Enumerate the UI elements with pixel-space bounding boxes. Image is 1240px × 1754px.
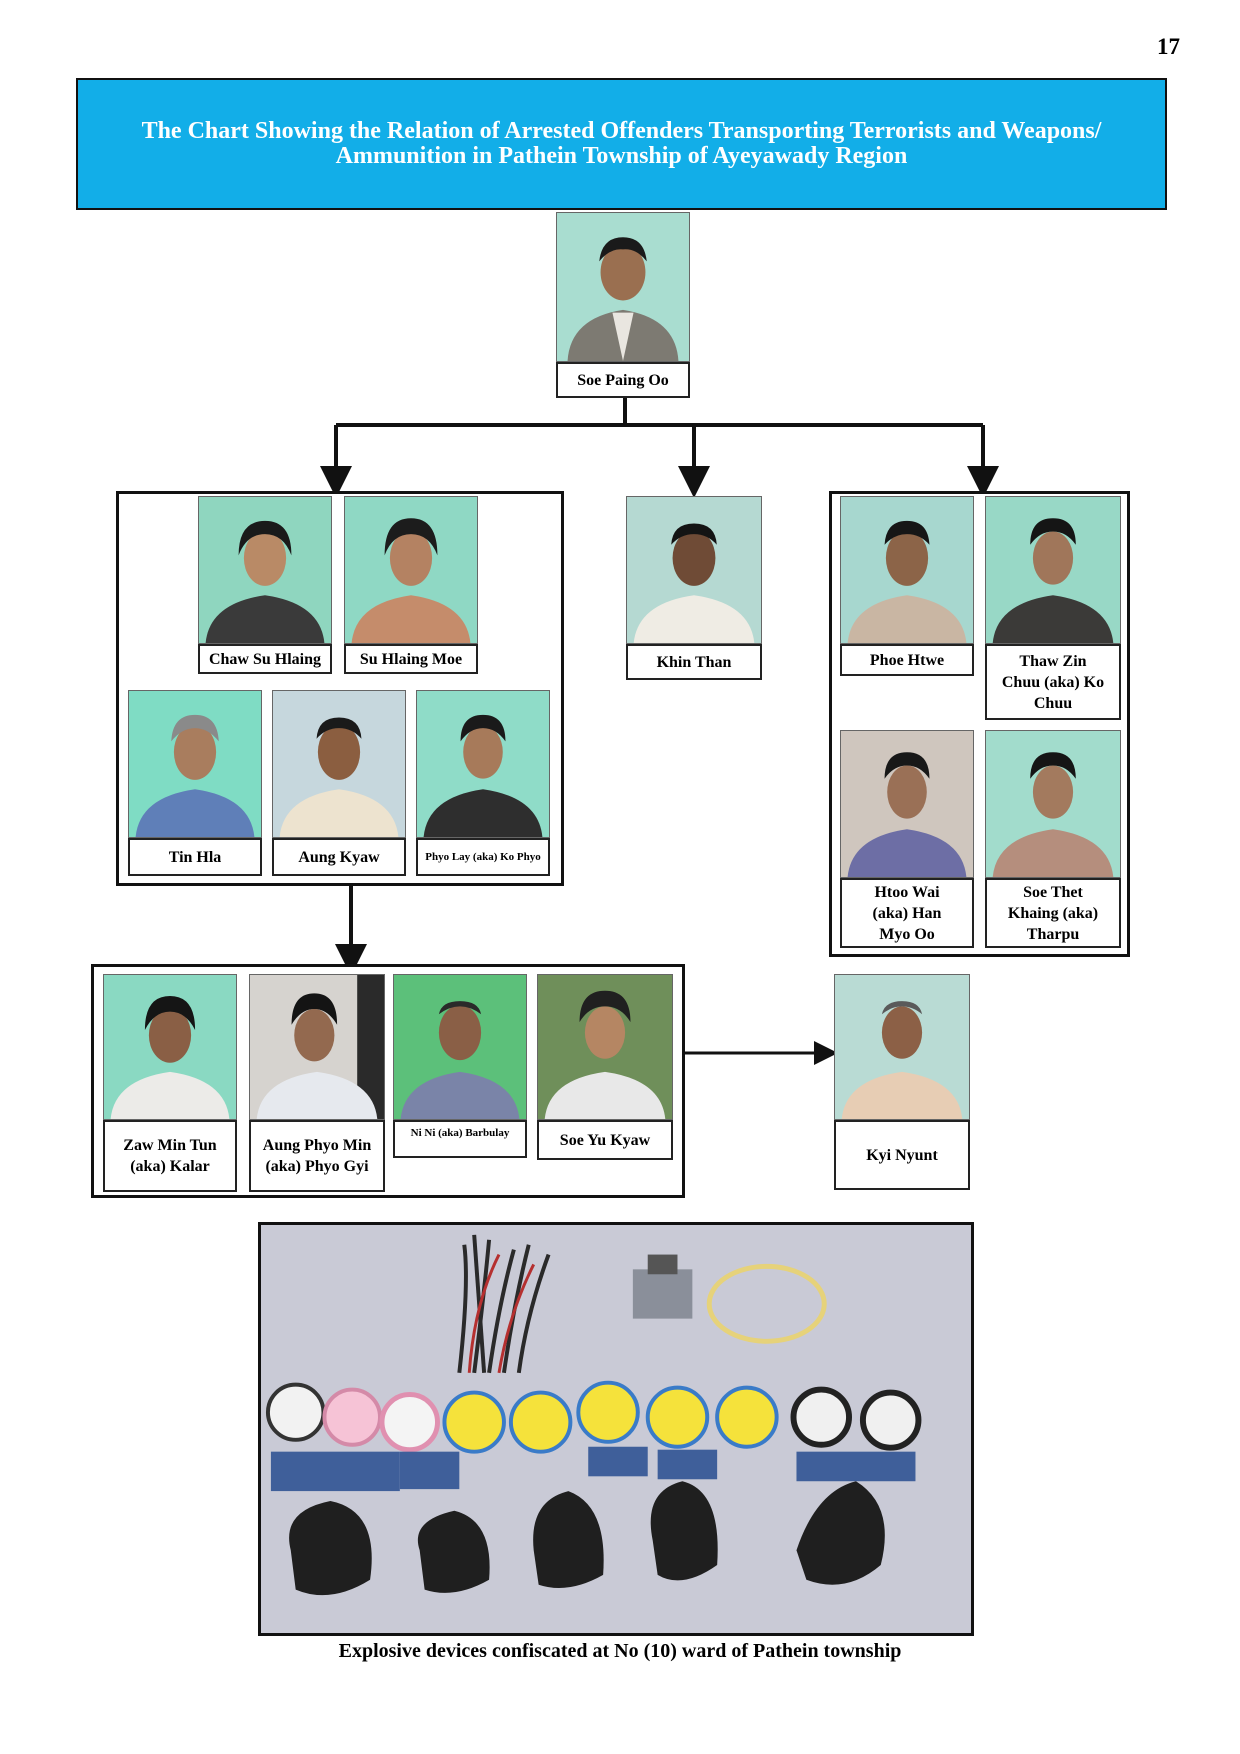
- person-name: Kyi Nyunt: [834, 1120, 970, 1190]
- person-name: Chaw Su Hlaing: [198, 644, 332, 674]
- person-name: Tin Hla: [128, 838, 262, 876]
- chart-title: The Chart Showing the Relation of Arrest…: [76, 78, 1167, 210]
- person-photo: [840, 730, 974, 878]
- person-name: Htoo Wai (aka) Han Myo Oo: [840, 878, 974, 948]
- person-card-su-hlaing-moe: Su Hlaing Moe: [344, 496, 478, 674]
- person-photo: [985, 496, 1121, 644]
- person-card-chaw-su-hlaing: Chaw Su Hlaing: [198, 496, 332, 674]
- person-name: Khin Than: [626, 644, 762, 680]
- person-photo: [103, 974, 237, 1120]
- person-name: Aung Kyaw: [272, 838, 406, 876]
- chart-title-line-1: The Chart Showing the Relation of Arrest…: [141, 118, 1102, 144]
- person-photo: [416, 690, 550, 838]
- wire-bundle-red: [467, 1253, 536, 1374]
- person-name: Soe Yu Kyaw: [537, 1120, 673, 1160]
- person-card-aung-kyaw: Aung Kyaw: [272, 690, 406, 876]
- alarm-clocks: [265, 1380, 922, 1454]
- person-card-ni-ni: Ni Ni (aka) Barbulay: [393, 974, 527, 1158]
- person-photo: [985, 730, 1121, 878]
- person-card-thaw-zin-chuu: Thaw Zin Chuu (aka) Ko Chuu: [985, 496, 1121, 720]
- person-card-phyo-lay: Phyo Lay (aka) Ko Phyo: [416, 690, 550, 876]
- person-card-zaw-min-tun: Zaw Min Tun (aka) Kalar: [103, 974, 237, 1192]
- person-photo: [344, 496, 478, 644]
- person-card-soe-thet-khaing: Soe Thet Khaing (aka) Tharpu: [985, 730, 1121, 948]
- person-card-tin-hla: Tin Hla: [128, 690, 262, 876]
- person-name: Su Hlaing Moe: [344, 644, 478, 674]
- person-card-aung-phyo-min: Aung Phyo Min (aka) Phyo Gyi: [249, 974, 385, 1192]
- person-card-soe-yu-kyaw: Soe Yu Kyaw: [537, 974, 673, 1160]
- person-photo: [128, 690, 262, 838]
- person-photo: [198, 496, 332, 644]
- chart-title-text: The Chart Showing the Relation of Arrest…: [102, 119, 1142, 169]
- person-photo: [272, 690, 406, 838]
- person-card-htoo-wai: Htoo Wai (aka) Han Myo Oo: [840, 730, 974, 948]
- black-bags: [289, 1481, 885, 1596]
- person-name: Phoe Htwe: [840, 644, 974, 676]
- person-name: Zaw Min Tun (aka) Kalar: [103, 1120, 237, 1192]
- person-photo: [249, 974, 385, 1120]
- person-name: Thaw Zin Chuu (aka) Ko Chuu: [985, 644, 1121, 720]
- person-photo: [537, 974, 673, 1120]
- person-card-phoe-htwe: Phoe Htwe: [840, 496, 974, 676]
- yellow-wire: [706, 1263, 827, 1344]
- circuit-board: [632, 1254, 693, 1319]
- person-card-khin-than: Khin Than: [626, 496, 762, 680]
- person-photo: [626, 496, 762, 644]
- person-photo: [393, 974, 527, 1120]
- page-number: 17: [1157, 34, 1180, 59]
- person-name: Ni Ni (aka) Barbulay: [393, 1120, 527, 1158]
- clock-boxes: [270, 1446, 916, 1492]
- person-name: Soe Paing Oo: [556, 362, 690, 398]
- person-name: Aung Phyo Min (aka) Phyo Gyi: [249, 1120, 385, 1192]
- person-card-kyi-nyunt: Kyi Nyunt: [834, 974, 970, 1190]
- person-photo: [556, 212, 690, 362]
- evidence-caption: Explosive devices confiscated at No (10)…: [338, 1640, 902, 1662]
- person-name: Soe Thet Khaing (aka) Tharpu: [985, 878, 1121, 948]
- evidence-photo: [258, 1222, 974, 1636]
- chart-title-line-2: Ammunition in Pathein Township of Ayeyaw…: [335, 143, 908, 169]
- person-name: Phyo Lay (aka) Ko Phyo: [416, 838, 550, 876]
- person-photo: [834, 974, 970, 1120]
- person-photo: [840, 496, 974, 644]
- person-card-soe-paing-oo: Soe Paing Oo: [556, 212, 690, 398]
